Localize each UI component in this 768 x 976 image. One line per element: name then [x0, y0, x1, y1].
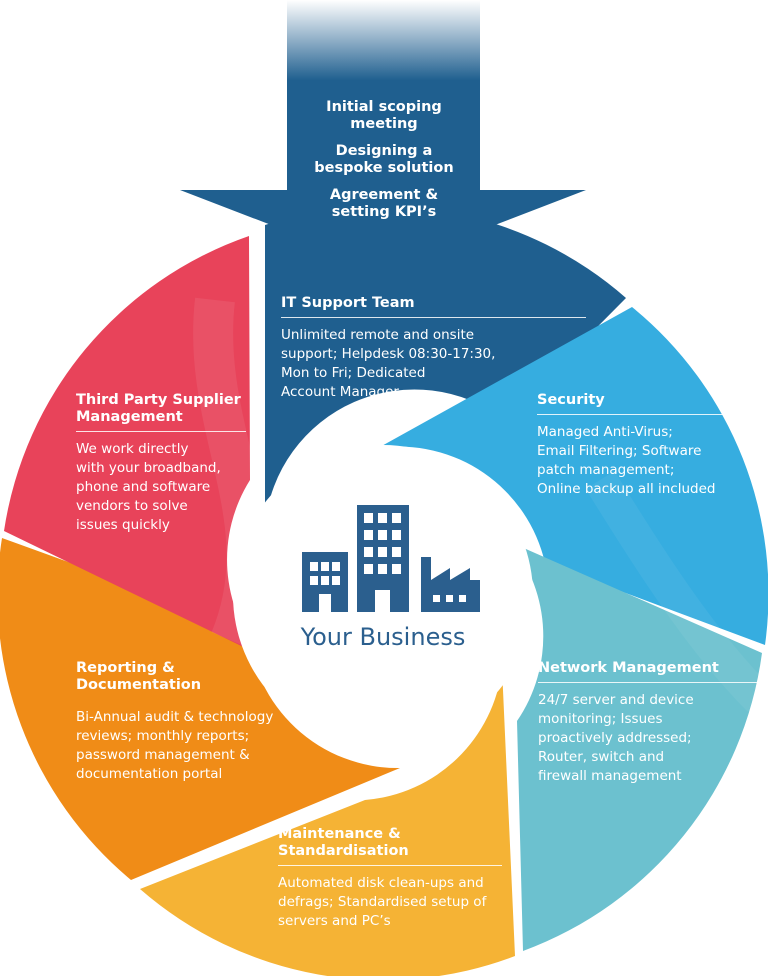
- center-label: Your Business: [300, 623, 466, 651]
- segment-title: Reporting & Documentation: [76, 660, 202, 693]
- segment-text-third-party-supplier-management: Third Party Supplier Management We work …: [76, 392, 246, 535]
- intake-arrow: [180, 0, 586, 268]
- segment-description: 24/7 server and device monitoring; Issue…: [538, 692, 694, 784]
- segment-text-reporting-documentation: Reporting & Documentation Bi-Annual audi…: [76, 660, 283, 784]
- segment-network-management: [510, 542, 762, 951]
- segment-title: Security: [537, 392, 760, 415]
- segment-description: We work directly with your broadband, ph…: [76, 441, 221, 533]
- tall-tower-icon: [357, 505, 409, 612]
- segment-title: Maintenance & Standardisation: [278, 826, 502, 866]
- segment-text-it-support-team: IT Support Team Unlimited remote and ons…: [281, 295, 586, 402]
- decorative-sweep: [585, 470, 768, 713]
- segment-description: Managed Anti-Virus; Email Filtering; Sof…: [537, 424, 716, 497]
- segment-description: Bi-Annual audit & technology reviews; mo…: [76, 709, 274, 782]
- segment-text-maintenance-standardisation: Maintenance & Standardisation Automated …: [278, 826, 502, 931]
- segment-text-security: Security Managed Anti-Virus; Email Filte…: [537, 392, 760, 499]
- segment-reporting-documentation: [0, 538, 400, 880]
- office-building-icon: [302, 552, 348, 612]
- segment-third-party-supplier-management: [4, 236, 262, 656]
- segment-maintenance-standardisation: [140, 668, 515, 976]
- segment-title: Network Management: [538, 660, 760, 683]
- segment-security: [378, 307, 768, 645]
- segment-text-network-management: Network Management 24/7 server and devic…: [538, 660, 760, 786]
- segment-title: Third Party Supplier Management: [76, 392, 246, 432]
- intake-steps: Initial scoping meeting Designing a besp…: [300, 99, 468, 231]
- intake-step-scoping: Initial scoping meeting: [326, 99, 442, 132]
- segment-description: Automated disk clean-ups and defrags; St…: [278, 875, 487, 929]
- segment-it-support-team: [265, 206, 626, 525]
- intake-step-agreement: Agreement & setting KPI’s: [329, 187, 439, 220]
- segment-description: Unlimited remote and onsite support; Hel…: [281, 327, 496, 400]
- intake-step-design: Designing a bespoke solution: [314, 143, 454, 176]
- factory-icon: [421, 557, 480, 612]
- segment-title: IT Support Team: [281, 295, 586, 318]
